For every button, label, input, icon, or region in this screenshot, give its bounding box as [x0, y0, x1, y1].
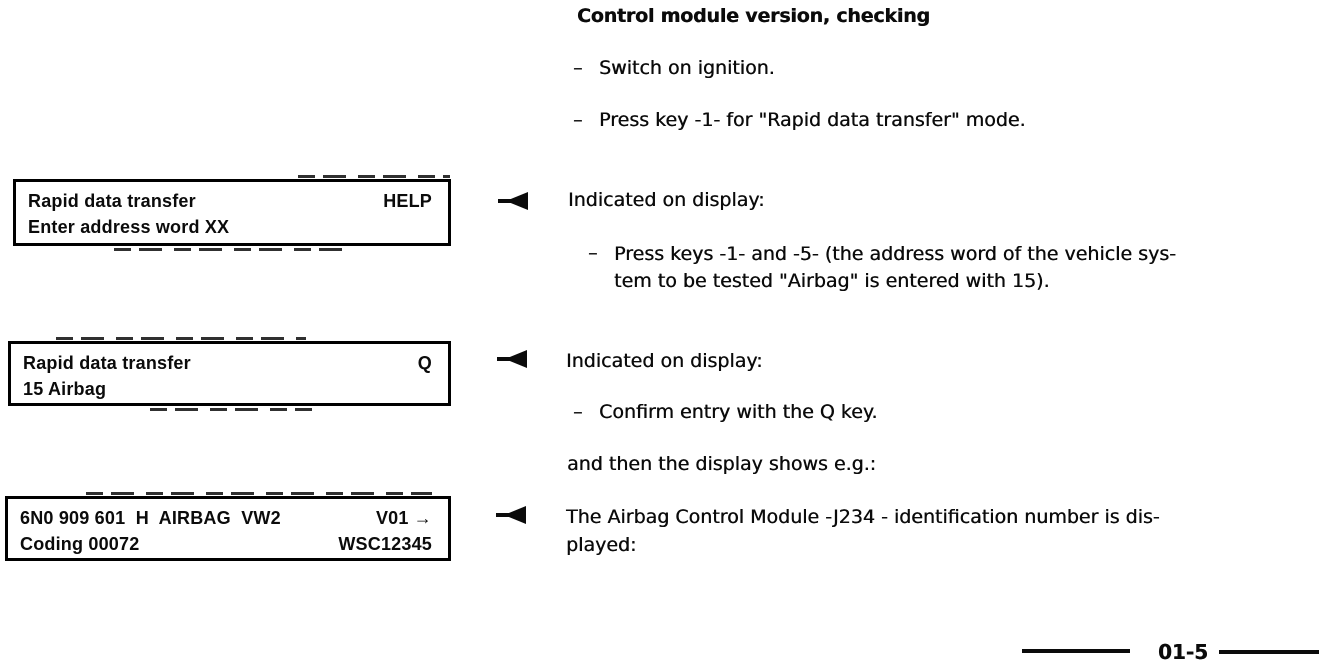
step-text: Press key -1- for "Rapid data transfer" …: [599, 109, 1026, 131]
display-box-15-airbag: Rapid data transfer Q 15 Airbag: [8, 341, 451, 406]
indicator-arrow-icon: [496, 506, 526, 524]
step-text: Switch on ignition.: [599, 57, 775, 79]
list-dash: –: [573, 109, 583, 131]
display-row: 6N0 909 601 H AIRBAG VW2 V01 →: [20, 505, 432, 531]
step-text-line: Press keys -1- and -5- (the address word…: [614, 243, 1176, 265]
display-text: Rapid data transfer: [28, 191, 196, 211]
page-number: 01-5: [1157, 640, 1209, 664]
indicator-arrow-icon: [497, 350, 527, 368]
display-text: V01 →: [375, 508, 432, 528]
scan-artifact: [56, 337, 306, 340]
display-row: Rapid data transfer HELP: [28, 188, 432, 214]
display-text: Coding 00072: [20, 534, 140, 554]
display-row: Enter address word XX: [28, 214, 432, 240]
display-row: Rapid data transfer Q: [23, 350, 432, 376]
instruction-step-confirm-q: – Confirm entry with the Q key.: [573, 400, 877, 425]
scan-artifact: [150, 408, 312, 411]
display-box-module-id: 6N0 909 601 H AIRBAG VW2 V01 → Coding 00…: [5, 496, 451, 561]
display-row: Coding 00072 WSC12345: [20, 531, 432, 557]
display-box-enter-address: Rapid data transfer HELP Enter address w…: [13, 179, 451, 246]
step-text-line: tem to be tested "Airbag" is entered wit…: [614, 270, 1050, 292]
footer-rule: [1219, 650, 1319, 654]
instruction-step-press-keys-1-5: – Press keys -1- and -5- (the address wo…: [588, 241, 1176, 295]
list-dash: –: [588, 242, 598, 264]
display-text: Q: [417, 353, 432, 373]
list-dash: –: [573, 401, 583, 423]
display-caption: Indicated on display:: [568, 189, 765, 211]
instruction-step-press-key-1: – Press key -1- for "Rapid data transfer…: [573, 108, 1026, 133]
display-text: WSC12345: [338, 534, 432, 554]
caption-line: The Airbag Control Module -J234 - identi…: [566, 506, 1160, 528]
list-dash: –: [573, 57, 583, 79]
display-text: Rapid data transfer: [23, 353, 191, 373]
scan-artifact: [298, 175, 450, 178]
display-caption: The Airbag Control Module -J234 - identi…: [566, 503, 1160, 559]
step-text: Press keys -1- and -5- (the address word…: [614, 241, 1176, 295]
indicator-arrow-icon: [498, 192, 528, 210]
display-text: HELP: [383, 191, 432, 211]
display-text: 6N0 909 601 H AIRBAG VW2: [20, 508, 281, 528]
page-title: Control module version, checking: [577, 5, 930, 27]
display-row: 15 Airbag: [23, 376, 432, 402]
continuation-text: and then the display shows e.g.:: [567, 453, 877, 475]
scan-artifact: [114, 248, 342, 251]
display-text: 15 Airbag: [23, 379, 107, 399]
footer-rule: [1022, 649, 1130, 653]
caption-line: played:: [566, 534, 637, 556]
instruction-step-ignition: – Switch on ignition.: [573, 56, 775, 81]
display-text: Enter address word XX: [28, 217, 230, 237]
step-text: Confirm entry with the Q key.: [599, 401, 878, 423]
display-caption: Indicated on display:: [566, 350, 763, 372]
scan-artifact: [86, 492, 432, 495]
